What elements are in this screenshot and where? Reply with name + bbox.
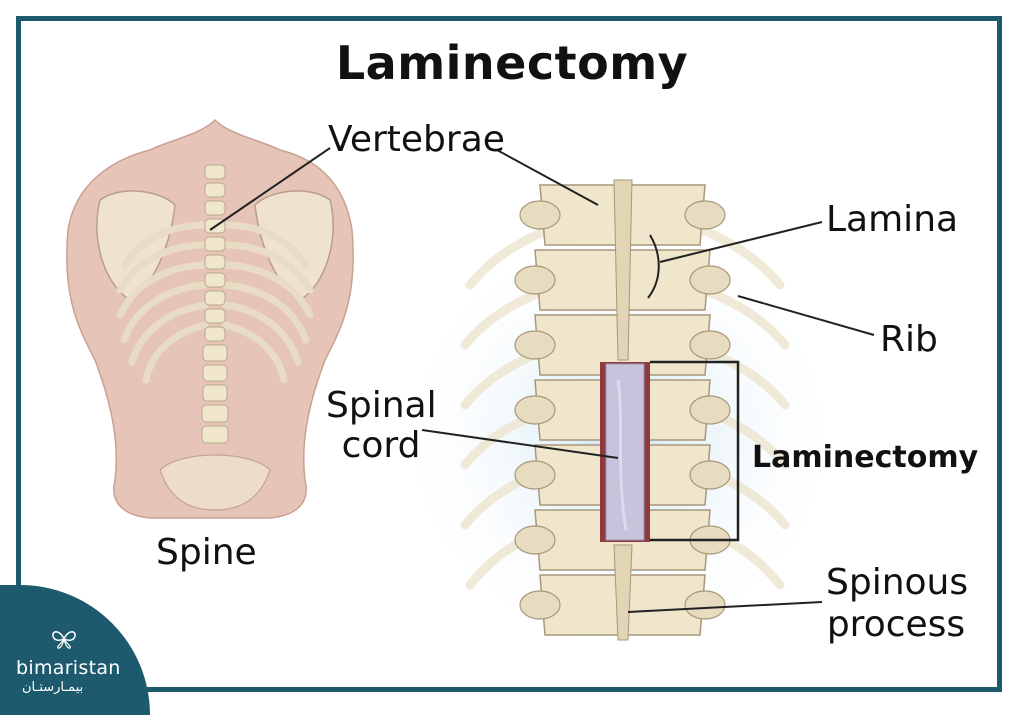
logo-arabic: بيمـارستـان	[22, 680, 84, 695]
torso-figure	[66, 118, 354, 519]
label-vertebrae: Vertebrae	[328, 119, 505, 160]
logo-name: bimaristan	[16, 657, 121, 679]
diagram-title: Laminectomy	[335, 36, 689, 90]
label-lamina: Lamina	[826, 199, 959, 240]
label-spinous-line2: process	[826, 604, 966, 645]
leader-lines	[209, 147, 875, 613]
label-spinal-cord-line2: cord	[341, 425, 421, 466]
label-rib: Rib	[880, 319, 938, 360]
label-spinal-cord-line1: Spinal	[326, 385, 437, 426]
butterfly-icon	[52, 631, 76, 649]
spine-detail	[390, 179, 850, 660]
label-spine: Spine	[156, 532, 257, 573]
label-spinous-line1: Spinous	[826, 562, 969, 603]
label-laminectomy: Laminectomy	[752, 440, 979, 475]
